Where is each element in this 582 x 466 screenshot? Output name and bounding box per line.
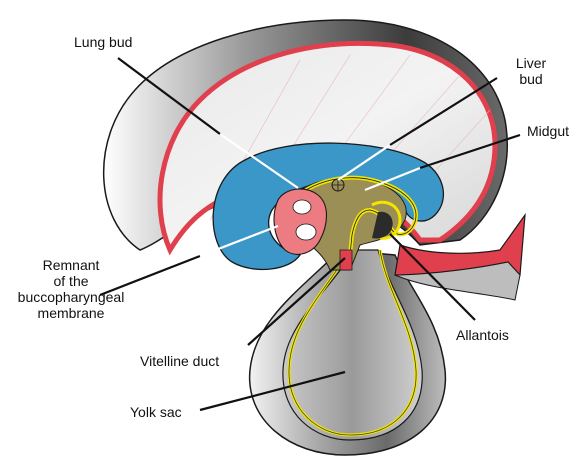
label-lung-bud: Lung bud (74, 34, 132, 50)
label-liver-bud: Liver bud (504, 55, 558, 87)
label-allantois: Allantois (456, 327, 509, 343)
label-remnant-line3: buccopharyngeal (0, 289, 142, 305)
label-yolk-sac: Yolk sac (130, 404, 182, 420)
label-vitelline-duct: Vitelline duct (140, 353, 219, 369)
label-liver-bud-line2: bud (504, 71, 558, 87)
label-remnant-line4: membrane (0, 305, 142, 321)
heart-chamber-upper (293, 200, 311, 214)
label-remnant-line1: Remnant (0, 257, 142, 273)
label-liver-bud-line1: Liver (504, 55, 558, 71)
label-midgut: Midgut (527, 123, 569, 139)
label-remnant: Remnant of the buccopharyngeal membrane (0, 257, 142, 321)
heart-chamber-lower (296, 224, 316, 240)
label-remnant-line2: of the (0, 273, 142, 289)
